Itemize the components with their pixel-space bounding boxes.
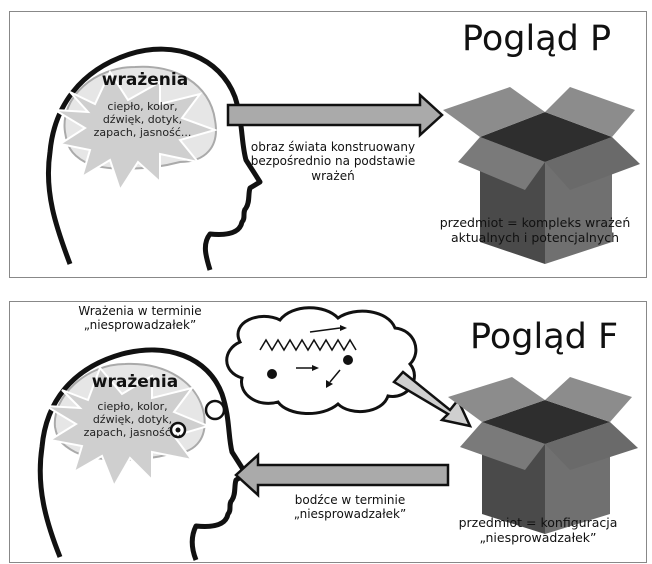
arrow-right [226, 92, 444, 138]
panel-view-p: Pogląd P wrażenia ciepło, kolor, dźwięk,… [9, 11, 647, 278]
receptor-eye-icon [204, 399, 226, 421]
head-profile-icon [45, 46, 263, 271]
head-profile-icon [37, 347, 249, 561]
sensations-burst [45, 366, 212, 489]
sensations-list: ciepło, kolor, dźwięk, dotyk, zapach, ja… [83, 400, 182, 440]
thought-cloud-icon [225, 306, 418, 416]
top-note: Wrażenia w terminie „niesprowadzałek” [78, 304, 202, 333]
arrow-left [234, 452, 450, 498]
cardboard-box-icon [448, 377, 638, 534]
view-title: Pogląd P [462, 19, 612, 59]
sensations-title: wrażenia [101, 70, 189, 90]
cardboard-box-icon [443, 87, 640, 264]
sensations-burst [54, 69, 219, 193]
arrow-label: bodźce w terminie „niesprowadzałek” [293, 493, 407, 522]
object-caption: przedmiot = kompleks wrażeń aktualnych i… [439, 215, 631, 245]
diagram-graphics-p [45, 46, 640, 271]
panel-view-f: Pogląd F Wrażenia w terminie „niesprowad… [9, 301, 647, 563]
diagram-graphics-f [37, 306, 638, 561]
sensations-list: ciepło, kolor, dźwięk, dotyk, zapach, ja… [93, 100, 192, 140]
arrow-label: obraz świata konstruowany bezpośrednio n… [250, 140, 416, 183]
object-caption: przedmiot = konfiguracja „niesprowadzałe… [458, 515, 618, 545]
arrow-diagonal [392, 370, 473, 428]
sensations-title: wrażenia [91, 372, 179, 392]
view-title: Pogląd F [470, 317, 619, 357]
